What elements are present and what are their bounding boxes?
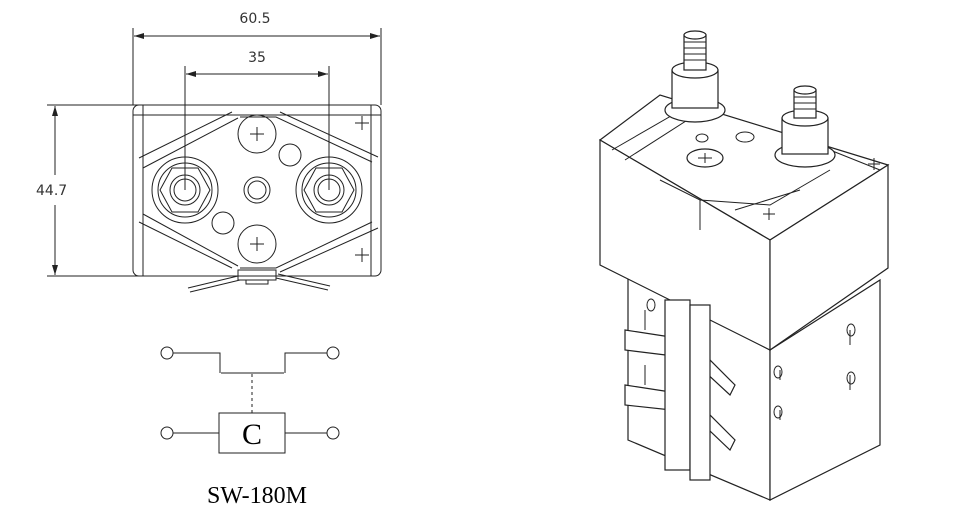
terminal-stud-left-3d — [664, 30, 726, 123]
terminal-stud-right-3d — [774, 85, 836, 168]
model-label: SW-180M — [207, 483, 307, 509]
terminal-stud-left — [151, 156, 219, 224]
coil-label: C — [242, 418, 262, 451]
top-view — [132, 104, 382, 293]
dimension-lines — [47, 28, 382, 277]
isometric-view — [598, 30, 890, 501]
dimension-overall-width: 60.5 — [239, 11, 270, 27]
dimension-height: 44.7 — [36, 183, 67, 199]
dimension-terminal-spacing: 35 — [248, 50, 266, 66]
wiring-schematic — [160, 346, 340, 454]
spade-terminals — [624, 299, 736, 481]
terminal-stud-right — [295, 156, 363, 224]
screw-icon — [237, 224, 277, 264]
screw-icon — [237, 114, 277, 154]
